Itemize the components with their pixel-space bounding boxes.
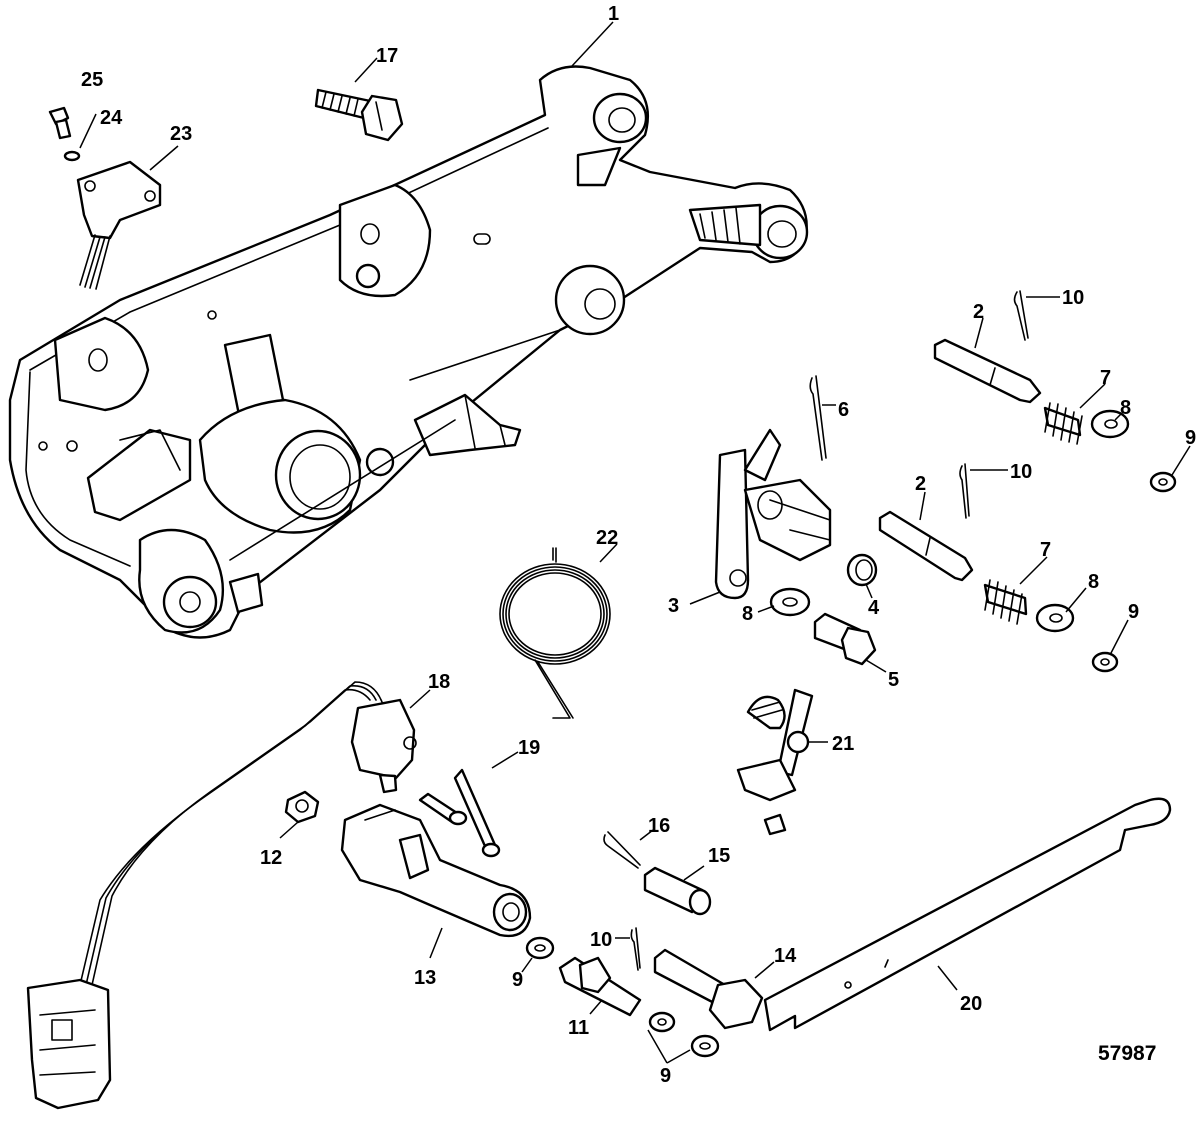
callout-9-left: 9: [512, 969, 523, 991]
figure-reference-number: 57987: [1098, 1042, 1156, 1065]
callout-2-mid: 2: [915, 473, 926, 495]
part-10-cotter-upper: [1013, 290, 1029, 341]
callout-10-upper: 10: [1062, 287, 1084, 309]
callout-14: 14: [774, 945, 797, 967]
part-3-lever: [714, 428, 832, 600]
part-12-nut: [284, 790, 320, 824]
part-7-spring-upper: [1043, 402, 1083, 445]
callout-19: 19: [518, 737, 540, 759]
callout-24: 24: [100, 107, 123, 129]
part-8-washer-mid: [1035, 603, 1075, 633]
part-16-cotter-pin: [603, 831, 641, 869]
callout-25: 25: [81, 69, 103, 91]
callout-21: 21: [832, 733, 854, 755]
leader-lines: [79, 21, 1191, 1064]
callout-8-mid: 8: [1088, 571, 1099, 593]
callout-7-upper: 7: [1100, 367, 1111, 389]
callout-22: 22: [596, 527, 618, 549]
callout-7-mid: 7: [1040, 539, 1051, 561]
callout-1: 1: [608, 3, 619, 25]
part-7-spring-mid: [983, 579, 1028, 625]
part-23-sensor: [76, 160, 162, 290]
part-25-screw: [48, 106, 72, 140]
part-21-linkage: [736, 688, 814, 836]
part-20-link-rod: [763, 797, 1172, 1032]
callout-9-bottom: 9: [660, 1065, 671, 1087]
callout-16: 16: [648, 815, 670, 837]
part-9-washer-left: [525, 936, 555, 960]
part-14-shoulder-bolt: [653, 948, 764, 1030]
part-24-washer: [63, 150, 81, 162]
callout-18: 18: [428, 671, 450, 693]
part-9-washer-mid: [1091, 651, 1119, 673]
part-19-screws: [418, 768, 501, 858]
callout-5: 5: [888, 669, 899, 691]
part-4-bushing: [846, 553, 878, 587]
callout-6: 6: [838, 399, 849, 421]
callout-8-upper: 8: [1120, 397, 1131, 419]
part-8-washer-lower: [769, 587, 811, 617]
part-10-cotter-mid: [959, 463, 970, 519]
callout-12: 12: [260, 847, 282, 869]
callout-9-upper: 9: [1185, 427, 1196, 449]
callout-4: 4: [868, 597, 880, 619]
part-6-cotter-pin: [809, 375, 827, 461]
callout-10-mid: 10: [1010, 461, 1032, 483]
callout-15: 15: [708, 845, 730, 867]
part-18-sensor-harness: [26, 681, 417, 1110]
part-9-washer-upper: [1149, 471, 1177, 493]
callout-8-lower: 8: [742, 603, 753, 625]
callout-17: 17: [376, 45, 398, 67]
part-17-bolt: [314, 88, 404, 142]
callout-labels: 1 17 25 24 23 2 10 7 8 9 6 10 2 7 8 9 22…: [81, 3, 1196, 1087]
part-11-stud: [558, 956, 642, 1017]
callout-10-lower: 10: [590, 929, 612, 951]
callout-2-upper: 2: [973, 301, 984, 323]
part-8-washer-upper: [1090, 409, 1130, 439]
callout-11: 11: [568, 1017, 589, 1039]
callout-13: 13: [414, 967, 436, 989]
part-15-pin: [643, 866, 712, 916]
part-1-main-bracket: [8, 65, 809, 639]
part-2-pin-mid: [878, 510, 974, 582]
part-22-torsion-spring: [499, 547, 611, 719]
part-2-pin-upper: [933, 338, 1042, 404]
callout-3: 3: [668, 595, 679, 617]
callout-23: 23: [170, 123, 192, 145]
part-13-actuator-lever: [340, 803, 532, 938]
callout-9-mid: 9: [1128, 601, 1139, 623]
callout-20: 20: [960, 993, 982, 1015]
part-5-bolt: [813, 612, 877, 666]
part-9-washers-bottom: [648, 1011, 720, 1058]
part-10-cotter-lower: [630, 927, 641, 971]
